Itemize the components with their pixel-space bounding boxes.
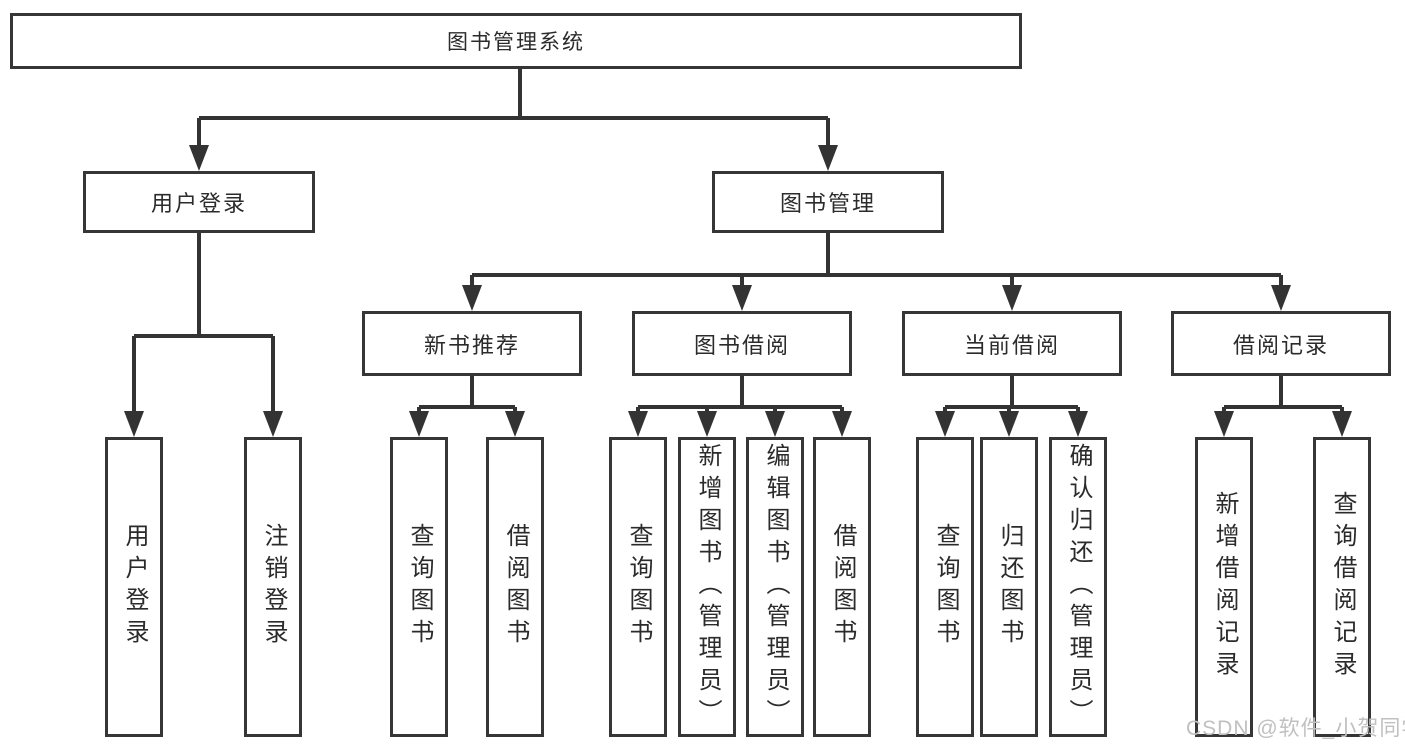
leaf-borrow-books: 借阅图书 [813, 437, 871, 737]
arrowhead-icon [999, 411, 1019, 437]
leaf-query-books-recommend: 查询图书 [390, 437, 448, 737]
leaf-edit-book-admin: 编辑图书（管理员） [746, 437, 804, 737]
arrowhead-icon [462, 285, 482, 311]
arrowhead-icon [765, 411, 785, 437]
node-new-book-recommend: 新书推荐 [362, 311, 582, 376]
arrowhead-icon [697, 411, 717, 437]
leaf-logout: 注销登录 [244, 437, 302, 737]
leaf-query-books-borrow: 查询图书 [609, 437, 667, 737]
arrowhead-icon [409, 411, 429, 437]
connector-current-to-leaves [943, 376, 1080, 416]
connector-borrow-to-leaves [636, 376, 844, 416]
leaf-user-login: 用户登录 [105, 437, 163, 737]
leaf-query-borrow-record: 查询借阅记录 [1313, 437, 1371, 737]
arrowhead-icon [1271, 285, 1291, 311]
connector-userlogin-to-leaves [132, 233, 275, 416]
node-user-login: 用户登录 [83, 171, 315, 233]
connector-records-to-leaves [1222, 376, 1344, 416]
connector-root-to-level2 [197, 68, 830, 150]
arrowhead-icon [1002, 285, 1022, 311]
arrowhead-icon [935, 411, 955, 437]
leaf-confirm-return-admin: 确认归还（管理员） [1049, 437, 1107, 737]
node-library-management-system: 图书管理系统 [10, 13, 1022, 69]
arrowheads [124, 145, 1352, 437]
leaf-borrow-books-recommend: 借阅图书 [486, 437, 544, 737]
node-current-borrow: 当前借阅 [902, 311, 1122, 376]
arrowhead-icon [263, 411, 283, 437]
node-book-management: 图书管理 [712, 171, 944, 233]
arrowhead-icon [1214, 411, 1234, 437]
node-borrow-records: 借阅记录 [1171, 311, 1391, 376]
arrowhead-icon [189, 145, 209, 171]
arrowhead-icon [124, 411, 144, 437]
arrowhead-icon [628, 411, 648, 437]
arrowhead-icon [1332, 411, 1352, 437]
node-book-borrow: 图书借阅 [632, 311, 852, 376]
arrowhead-icon [732, 285, 752, 311]
arrowhead-icon [1068, 411, 1088, 437]
watermark: CSDN @软件_小贺同学 [1186, 717, 1405, 740]
connector-newbook-to-leaves [417, 376, 517, 416]
leaf-add-borrow-record: 新增借阅记录 [1195, 437, 1253, 737]
arrowhead-icon [832, 411, 852, 437]
arrowhead-icon [818, 145, 838, 171]
leaf-return-book: 归还图书 [980, 437, 1038, 737]
leaf-query-books-current: 查询图书 [916, 437, 974, 737]
connector-bookmgmt-to-level3 [470, 233, 1283, 290]
leaf-add-book-admin: 新增图书（管理员） [678, 437, 736, 737]
arrowhead-icon [505, 411, 525, 437]
